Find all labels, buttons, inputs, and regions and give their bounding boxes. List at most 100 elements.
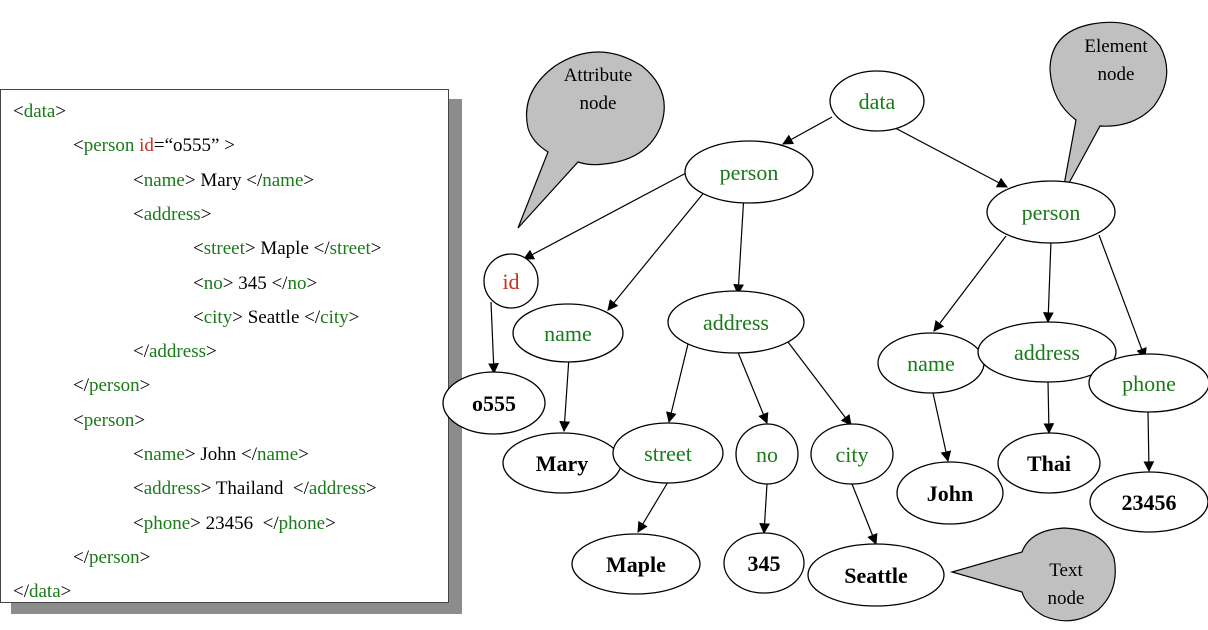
edge-no-345 bbox=[759, 483, 770, 535]
edge-person2-phone bbox=[1098, 234, 1147, 360]
node-address-2-label: address bbox=[1014, 340, 1080, 365]
edge-name2-john bbox=[932, 392, 952, 463]
node-data: data bbox=[829, 70, 925, 132]
node-23456-text: 23456 bbox=[1089, 471, 1208, 533]
xml-eopen: </ bbox=[241, 444, 257, 465]
xml-tag: address bbox=[143, 478, 201, 500]
xml-close: > bbox=[184, 444, 196, 465]
node-city-label: city bbox=[836, 442, 869, 467]
xml-tag: person bbox=[89, 375, 140, 397]
xml-open: < bbox=[133, 203, 144, 225]
xml-line: <data> bbox=[13, 101, 66, 123]
edge-name1-mary bbox=[559, 356, 571, 433]
xml-line: <street> Maple </street> bbox=[193, 238, 382, 260]
xml-close: > bbox=[200, 478, 212, 500]
xml-tag: address bbox=[143, 203, 201, 225]
node-o555-text: o555 bbox=[442, 371, 546, 435]
node-phone: phone bbox=[1088, 353, 1208, 413]
xml-tag: phone bbox=[143, 512, 191, 534]
xml-text: John bbox=[195, 444, 241, 465]
xml-text: Thailand bbox=[211, 478, 293, 500]
callout-element-line2: node bbox=[1098, 64, 1135, 85]
xml-open: < bbox=[73, 135, 84, 157]
edge-person2-name2 bbox=[933, 235, 1007, 332]
xml-close: > bbox=[184, 169, 196, 191]
node-mary-text: Mary bbox=[502, 432, 622, 494]
xml-close: > bbox=[232, 306, 243, 328]
xml-open: </ bbox=[73, 375, 89, 397]
xml-tag: city bbox=[203, 306, 233, 328]
xml-close: > bbox=[134, 409, 146, 431]
xml-tag: no bbox=[203, 272, 223, 294]
xml-line: <name> John </name> bbox=[133, 444, 309, 466]
edge-address1-city bbox=[787, 341, 852, 426]
xml-close: > bbox=[190, 512, 201, 534]
xml-tag: data bbox=[23, 101, 56, 122]
xml-line: <no> 345 </no> bbox=[193, 273, 317, 295]
xml-eclose: > bbox=[325, 512, 336, 534]
xml-line: <address> Thailand </address> bbox=[133, 478, 377, 500]
xml-line: <person> bbox=[73, 410, 145, 432]
xml-open: < bbox=[193, 238, 204, 260]
node-address-1: address bbox=[667, 290, 805, 354]
callout-attribute-line2: node bbox=[580, 93, 617, 114]
xml-line: </person> bbox=[73, 375, 150, 397]
xml-close: > bbox=[139, 375, 151, 397]
xml-close: > bbox=[139, 546, 151, 568]
xml-tag: person bbox=[83, 409, 135, 431]
tree-nodes: data person person id name address o555 bbox=[442, 70, 1208, 607]
node-345-text: 345 bbox=[723, 532, 805, 594]
node-thai-text: Thai bbox=[997, 432, 1101, 494]
xml-etag: name bbox=[257, 444, 299, 465]
node-no-label: no bbox=[756, 442, 778, 467]
xml-tag: person bbox=[89, 546, 140, 568]
node-o555-label: o555 bbox=[472, 391, 516, 416]
node-street-label: street bbox=[644, 441, 692, 466]
xml-open: </ bbox=[13, 581, 29, 603]
node-name-1: name bbox=[512, 303, 624, 363]
xml-code-panel: <data><person id=“o555” ><name> Mary </n… bbox=[0, 89, 449, 603]
xml-open: < bbox=[133, 478, 144, 500]
node-name-2: name bbox=[877, 332, 985, 394]
xml-close: > bbox=[222, 272, 234, 294]
edge-street-maple bbox=[637, 481, 669, 533]
callout-text-node: Text node bbox=[949, 527, 1116, 622]
edge-city-seattle bbox=[851, 483, 878, 546]
xml-text: 23456 bbox=[200, 512, 263, 534]
xml-etag: address bbox=[308, 478, 366, 500]
xml-close: > bbox=[60, 581, 72, 603]
xml-text: Mary bbox=[195, 169, 247, 191]
xml-etag: phone bbox=[278, 512, 326, 534]
xml-close: > bbox=[205, 341, 217, 363]
xml-line: </person> bbox=[73, 547, 150, 569]
xml-eopen: </ bbox=[313, 238, 330, 260]
xml-eclose: > bbox=[303, 169, 315, 191]
node-john-text: John bbox=[896, 461, 1004, 525]
xml-tag: address bbox=[149, 341, 206, 363]
callout-text-line2: node bbox=[1048, 588, 1085, 609]
xml-eopen: </ bbox=[292, 478, 309, 500]
node-id-label: id bbox=[502, 269, 519, 294]
node-john-label: John bbox=[927, 481, 973, 506]
node-person-1-label: person bbox=[720, 160, 779, 185]
xml-line: <city> Seattle </city> bbox=[193, 307, 359, 329]
node-street: street bbox=[612, 422, 724, 484]
callout-attribute-line1: Attribute bbox=[564, 65, 633, 86]
xml-val: =“o555” > bbox=[153, 135, 235, 157]
node-person-2: person bbox=[986, 180, 1116, 244]
callout-attribute-node: Attribute node bbox=[517, 51, 665, 229]
xml-open: </ bbox=[73, 546, 89, 568]
xml-attr: id bbox=[139, 135, 154, 157]
edge-person1-name1 bbox=[607, 189, 707, 311]
xml-etag: no bbox=[287, 272, 307, 294]
edge-data-person1 bbox=[782, 116, 833, 145]
xml-open: < bbox=[133, 169, 144, 191]
xml-line: <name> Mary </name> bbox=[133, 170, 314, 192]
edge-phone-23456 bbox=[1143, 410, 1155, 473]
xml-text: Maple bbox=[255, 238, 314, 260]
xml-open: < bbox=[193, 272, 204, 294]
node-address-2: address bbox=[977, 321, 1117, 383]
edge-address1-no bbox=[736, 349, 769, 424]
node-thai-label: Thai bbox=[1027, 451, 1071, 476]
xml-line: <address> bbox=[133, 204, 211, 226]
